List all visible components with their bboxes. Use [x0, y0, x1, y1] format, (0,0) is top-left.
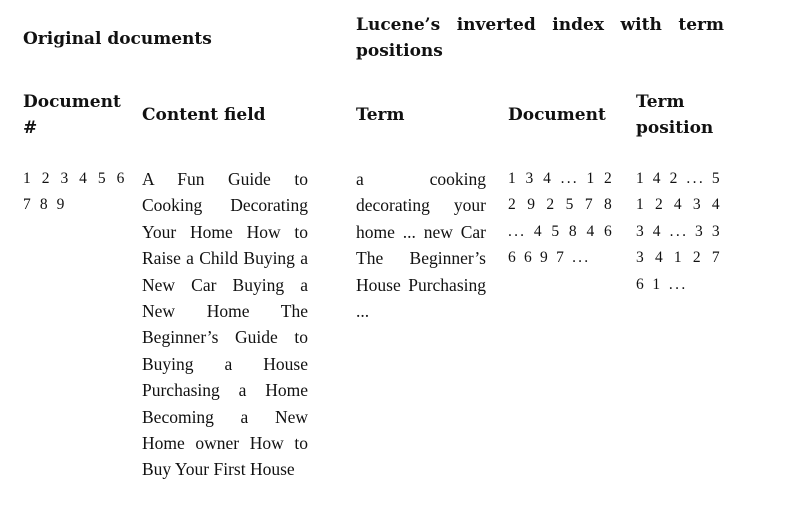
- term-list: a cooking decorating your home ... new C…: [356, 169, 486, 322]
- term-position-list: 1 4 2 ... 5 1 2 4 3 4 3 4 ... 3 3 3 4 1 …: [636, 170, 722, 293]
- column-header-document-number: Document #: [23, 92, 121, 138]
- column-header-term: Term: [356, 105, 405, 125]
- column-header-document: Document: [508, 105, 606, 125]
- column-header-term-position: Term position: [636, 92, 714, 138]
- section-title-original-documents: Original documents: [23, 29, 212, 49]
- column-header-content-field: Content field: [142, 105, 266, 125]
- document-number-list: 1 2 3 4 5 6 7 8 9: [23, 170, 127, 214]
- term-document-list: 1 3 4 ... 1 2 2 9 2 5 7 8 ... 4 5 8 4 6 …: [508, 170, 614, 267]
- section-title-inverted-index: Lucene’s inverted index with term positi…: [356, 15, 724, 61]
- content-field-text: A Fun Guide to Cooking Decorating Your H…: [142, 169, 308, 480]
